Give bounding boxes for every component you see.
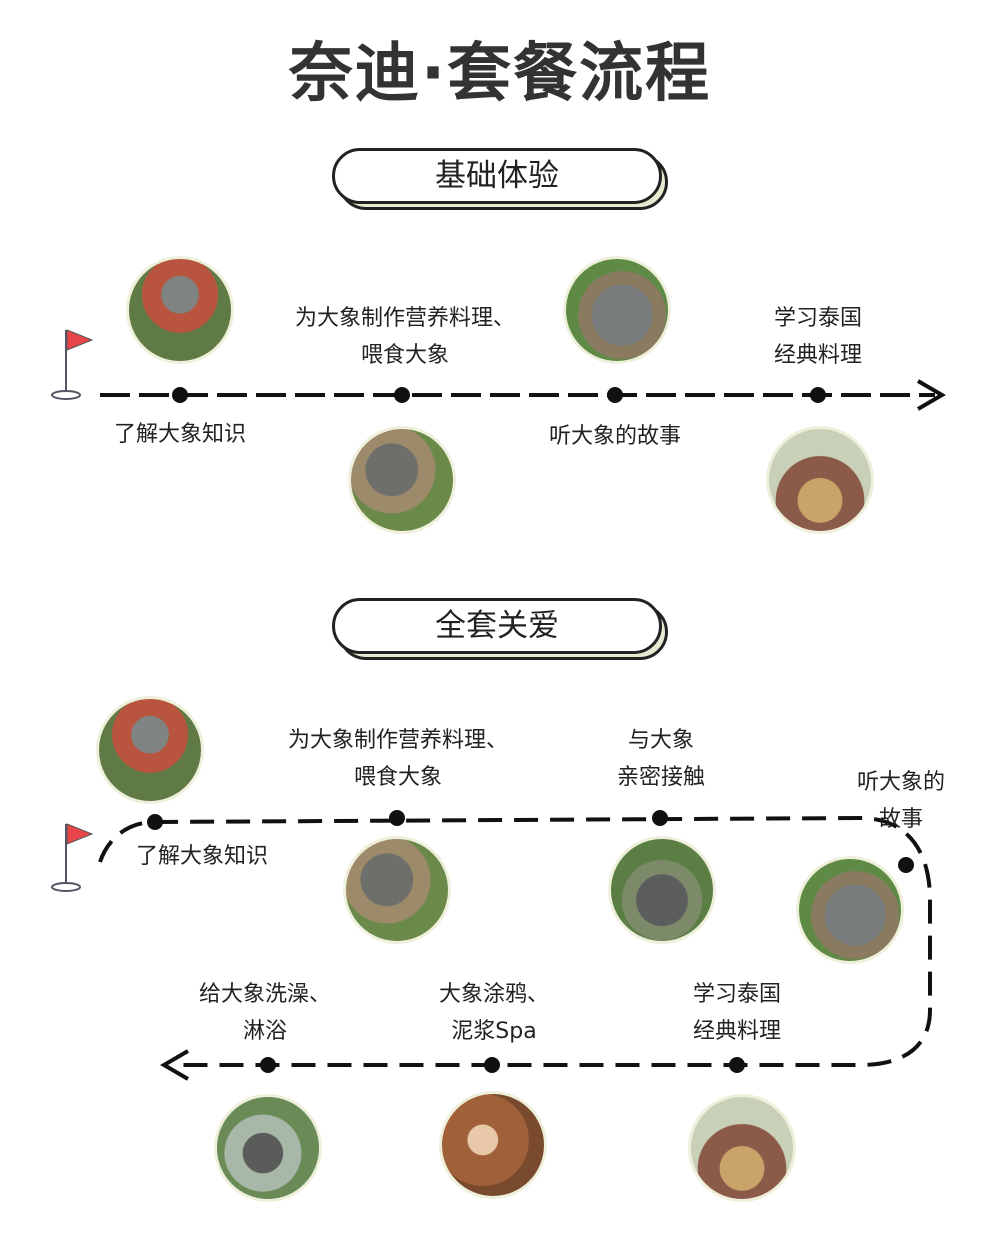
feeding-elephant-photo	[348, 426, 456, 534]
step-label: 学习泰国经典料理	[692, 982, 782, 1044]
step-label: 为大象制作营养料理、喂食大象	[287, 728, 509, 790]
timeline-dot	[389, 810, 405, 826]
step-label: 大象涂鸦、泥浆Spa	[438, 982, 550, 1044]
timeline-dot	[898, 857, 914, 873]
group-with-elephant-photo	[96, 696, 204, 804]
section-badge-basic: 基础体验	[332, 148, 668, 210]
step-label: 听大象的故事	[856, 770, 946, 832]
group-with-elephant-photo	[126, 256, 234, 364]
step-label: 为大象制作营养料理、喂食大象	[294, 306, 516, 368]
timeline-dot	[729, 1057, 745, 1073]
timeline-dot	[147, 814, 163, 830]
arrow-head-icon	[916, 379, 946, 411]
timeline-dot	[260, 1057, 276, 1073]
step-label: 了解大象知识	[113, 422, 247, 447]
close-contact-photo	[608, 836, 716, 944]
timeline-dot	[394, 387, 410, 403]
bathing-elephant-photo	[214, 1094, 322, 1202]
step-label: 给大象洗澡、淋浴	[198, 982, 332, 1044]
arrow-head-icon	[160, 1049, 190, 1081]
thai-cooking-photo	[688, 1094, 796, 1202]
step-label: 了解大象知识	[135, 844, 269, 869]
timeline-full	[98, 815, 932, 1067]
feeding-elephant-photo	[343, 836, 451, 944]
timeline-dot	[810, 387, 826, 403]
page-title: 奈迪·套餐流程	[288, 37, 712, 111]
badge-label: 基础体验	[332, 148, 662, 204]
timeline-dot	[484, 1057, 500, 1073]
flag-icon	[51, 823, 94, 892]
section-badge-full: 全套关爱	[332, 598, 668, 660]
timeline-dot	[652, 810, 668, 826]
timeline-dot	[172, 387, 188, 403]
elephants-with-keeper-photo	[796, 856, 904, 964]
badge-label: 全套关爱	[332, 598, 662, 654]
step-label: 学习泰国经典料理	[773, 306, 863, 368]
timeline-dot	[607, 387, 623, 403]
flag-icon	[51, 329, 94, 400]
thai-cooking-photo	[766, 426, 874, 534]
step-label: 与大象亲密接触	[616, 728, 706, 790]
step-label: 听大象的故事	[548, 424, 682, 449]
elephants-with-keeper-photo	[563, 256, 671, 364]
mud-spa-photo	[439, 1091, 547, 1199]
